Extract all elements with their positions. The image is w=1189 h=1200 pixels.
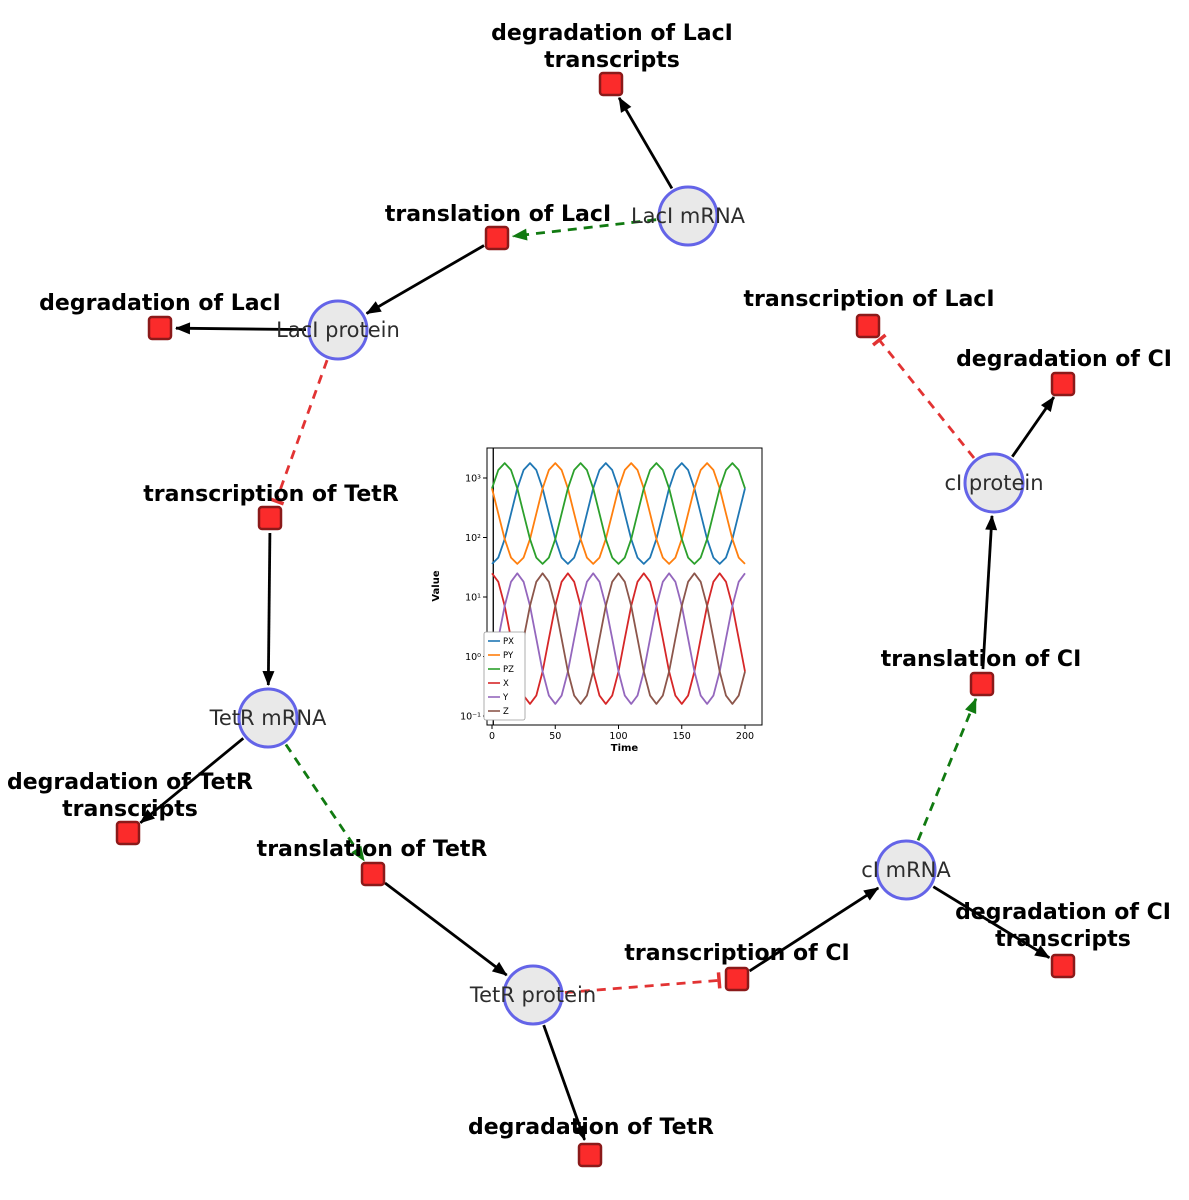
series-line-PZ bbox=[491, 462, 746, 565]
legend-label-PX: PX bbox=[503, 637, 514, 647]
edge-laci-protein-to-transcr-tetr bbox=[267, 359, 329, 506]
species-node-laci-protein[interactable] bbox=[307, 299, 369, 361]
edge-laci-mrna-to-deg-laci-tx bbox=[617, 96, 674, 190]
reaction-node-transl-tetr[interactable] bbox=[360, 861, 386, 887]
x-tick-label: 200 bbox=[736, 731, 754, 742]
edge-transl-ci-to-ci-protein bbox=[981, 514, 998, 670]
reaction-node-deg-laci[interactable] bbox=[147, 315, 173, 341]
edge-ci-mrna-to-deg-ci-tx bbox=[932, 885, 1051, 959]
edge-tetr-mrna-to-deg-tetr-tx bbox=[139, 737, 245, 824]
reaction-node-transcr-laci[interactable] bbox=[855, 313, 881, 339]
series-line-Z bbox=[491, 572, 746, 705]
reaction-label-transcr-tetr: transcription of TetR bbox=[143, 482, 399, 507]
chart-legend: PX PY PZ XYZ bbox=[483, 631, 526, 721]
x-axis-label: Time bbox=[611, 743, 639, 754]
species-node-tetr-protein[interactable] bbox=[502, 964, 564, 1026]
y-tick-label: 10¹ bbox=[465, 593, 481, 604]
y-tick-label: 10⁻¹ bbox=[460, 712, 481, 723]
species-label-tetr-protein: TetR protein bbox=[469, 983, 596, 1007]
legend-label-Y: Y bbox=[502, 693, 509, 703]
species-node-ci-mrna[interactable] bbox=[875, 839, 937, 901]
y-tick-label: 10⁰ bbox=[465, 652, 481, 663]
edge-ci-mrna-to-transl-ci bbox=[916, 697, 978, 841]
reaction-node-deg-ci-tx[interactable] bbox=[1050, 953, 1076, 979]
reaction-label-deg-laci: degradation of LacI bbox=[39, 291, 281, 316]
species-node-ci-protein[interactable] bbox=[963, 452, 1025, 514]
species-node-tetr-mrna[interactable] bbox=[237, 687, 299, 749]
edge-tetr-mrna-to-transl-tetr bbox=[284, 743, 366, 862]
chart-plot-area bbox=[486, 447, 763, 726]
edge-transl-tetr-to-tetr-protein bbox=[384, 881, 508, 977]
reaction-node-transl-ci[interactable] bbox=[969, 671, 995, 697]
species-label-tetr-mrna: TetR mRNA bbox=[209, 706, 327, 730]
species-node-laci-mrna[interactable] bbox=[657, 185, 719, 247]
legend-label-PY: PY bbox=[503, 651, 514, 661]
species-label-laci-protein: LacI protein bbox=[276, 318, 400, 342]
x-tick-label: 100 bbox=[609, 731, 627, 742]
reaction-label-transl-tetr: translation of TetR bbox=[257, 837, 488, 862]
series-line-PY bbox=[491, 462, 746, 565]
edges-layer bbox=[139, 96, 1056, 1141]
reaction-label-transl-laci: translation of LacI bbox=[385, 202, 611, 227]
reaction-label-transcr-laci: transcription of LacI bbox=[743, 287, 994, 312]
reaction-node-transcr-ci[interactable] bbox=[724, 966, 750, 992]
x-tick-label: 50 bbox=[549, 731, 561, 742]
reaction-node-transcr-tetr[interactable] bbox=[257, 505, 283, 531]
edge-tetr-protein-to-transcr-ci bbox=[564, 972, 722, 994]
edge-tetr-protein-to-deg-tetr bbox=[542, 1024, 586, 1141]
edge-transl-laci-to-laci-protein bbox=[365, 244, 485, 315]
legend-label-Z: Z bbox=[503, 707, 509, 717]
series-line-Y bbox=[491, 572, 746, 705]
species-label-ci-protein: cI protein bbox=[944, 471, 1043, 495]
x-tick-label: 0 bbox=[489, 731, 495, 742]
reaction-node-deg-ci[interactable] bbox=[1050, 371, 1076, 397]
reaction-node-deg-laci-tx[interactable] bbox=[598, 71, 624, 97]
species-label-ci-mrna: cI mRNA bbox=[861, 858, 951, 882]
reaction-label-transl-ci: translation of CI bbox=[881, 647, 1082, 672]
edge-transcr-ci-to-ci-mrna bbox=[748, 886, 880, 973]
y-tick-label: 10³ bbox=[465, 474, 481, 485]
edge-transcr-tetr-to-tetr-mrna bbox=[262, 532, 275, 686]
reaction-node-deg-tetr-tx[interactable] bbox=[115, 820, 141, 846]
legend-label-X: X bbox=[503, 679, 509, 689]
reaction-label-deg-tetr: degradation of TetR bbox=[468, 1115, 714, 1140]
x-tick-label: 150 bbox=[673, 731, 691, 742]
edge-laci-protein-to-deg-laci bbox=[175, 322, 307, 335]
reaction-node-transl-laci[interactable] bbox=[484, 225, 510, 251]
y-axis-label: Value bbox=[431, 570, 442, 601]
edge-ci-protein-to-deg-ci bbox=[1011, 396, 1056, 458]
reaction-node-deg-tetr[interactable] bbox=[577, 1142, 603, 1168]
nodes-layer bbox=[115, 71, 1076, 1168]
species-label-laci-mrna: LacI mRNA bbox=[631, 204, 746, 228]
reaction-label-transcr-ci: transcription of CI bbox=[624, 941, 849, 966]
legend-label-PZ: PZ bbox=[503, 665, 514, 675]
y-tick-label: 10² bbox=[465, 533, 481, 544]
reaction-label-deg-ci: degradation of CI bbox=[956, 347, 1172, 372]
edge-laci-mrna-to-transl-laci bbox=[511, 218, 657, 241]
legend-box bbox=[483, 631, 526, 721]
